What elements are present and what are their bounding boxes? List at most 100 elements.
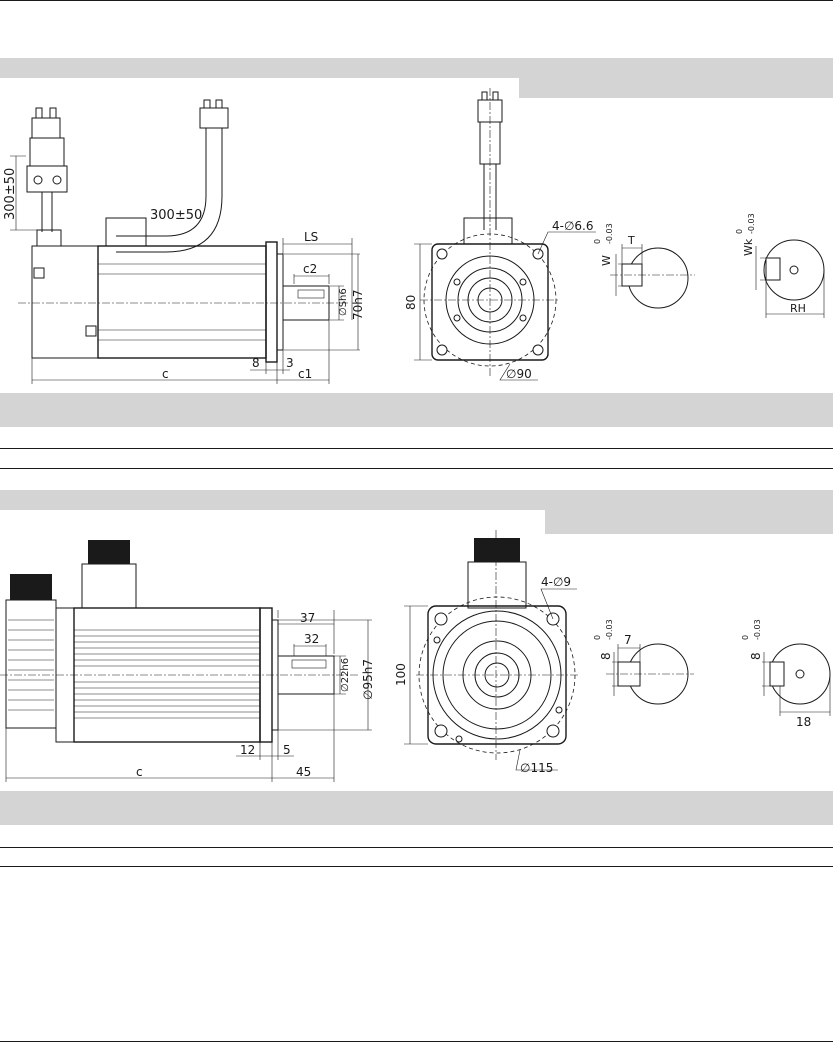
connector-pins xyxy=(35,107,57,118)
key2-dim-rh xyxy=(765,270,825,318)
key1-tol-lower: -0.03 xyxy=(605,223,614,244)
rear-cap-gland xyxy=(36,229,62,247)
front-connector-base xyxy=(467,561,527,609)
power-connector-plug xyxy=(199,107,229,129)
front-square-flange xyxy=(431,243,549,361)
key2-tol-lower: -0.03 xyxy=(747,213,756,234)
motor-100-drawing-svg: 37 32 ∅22h6 ∅95h7 12 5 c 45 xyxy=(0,530,831,782)
dim-flange-thk-label: 5 xyxy=(283,743,291,757)
dim-cable-vertical-label: 300±50 xyxy=(3,168,18,220)
housing-lines xyxy=(98,263,266,341)
dim-ls-label: LS xyxy=(304,230,318,244)
dim-body-length-label: c xyxy=(162,367,169,381)
dim-holes-label: 4-∅9 xyxy=(541,575,571,589)
dim-c2-label: c2 xyxy=(303,262,317,276)
dim-square-label: 80 xyxy=(404,295,418,310)
dim-square xyxy=(414,243,432,361)
section-2-table-header xyxy=(0,791,833,825)
front-flange xyxy=(265,241,278,363)
mount-hole-bl xyxy=(436,344,448,356)
dim-37-label: 37 xyxy=(300,611,315,625)
section-2-rule-1 xyxy=(0,847,833,848)
screw-1 xyxy=(433,636,441,644)
dim-shaft-dia-label: ∅Sh6 xyxy=(338,288,349,316)
key2-tol-upper: 0 xyxy=(735,229,744,234)
key2-dim-wk xyxy=(762,652,770,696)
key1-tol-upper: 0 xyxy=(593,239,602,244)
dim-holes-label: 4-∅6.6 xyxy=(552,219,594,233)
dim-body-length xyxy=(31,320,330,384)
key2-rh-label: 18 xyxy=(796,715,811,729)
dim-holes-leader xyxy=(537,231,596,255)
key2-tol-upper: 0 xyxy=(741,635,750,640)
front-connector-body xyxy=(479,122,501,165)
connector-screw-2 xyxy=(52,175,62,185)
dim-square-label: 100 xyxy=(394,663,408,686)
dim-flange-offset-label: 8 xyxy=(252,356,260,370)
power-cable xyxy=(116,128,223,253)
bottom-rule xyxy=(0,1041,833,1042)
section-1-header-tab xyxy=(519,78,833,98)
screw-2 xyxy=(519,314,527,322)
motor-80-drawing: 300±50 300±50 LS c2 ∅Sh6 70h7 8 3 c c1 xyxy=(0,78,833,390)
dim-shaft-length-label: c1 xyxy=(298,367,312,381)
motor-100-key-detail-1: 7 8 0 -0.03 xyxy=(593,619,694,705)
rear-tab-bottom xyxy=(85,325,97,337)
dim-32 xyxy=(293,644,327,656)
key1-dim-t xyxy=(621,244,643,264)
dim-37 xyxy=(277,610,335,654)
section-2-rule-2 xyxy=(0,866,833,867)
section-1-rule-2 xyxy=(0,468,833,469)
dim-flange-thk-label: 3 xyxy=(286,356,294,370)
motor-80-drawing-svg: 300±50 300±50 LS c2 ∅Sh6 70h7 8 3 c c1 xyxy=(3,88,825,384)
dim-pcd-label: ∅90 xyxy=(506,367,532,381)
front-power-box xyxy=(463,217,513,245)
key1-dim-t xyxy=(617,644,641,662)
key2-center-hole xyxy=(789,265,799,275)
front-connector-knurl xyxy=(474,538,520,562)
screw-1 xyxy=(453,314,461,322)
motor-100-front-view: 100 4-∅9 ∅115 xyxy=(394,530,580,775)
front-connector-pins xyxy=(481,91,499,100)
encoder-connector-knurl xyxy=(10,574,52,600)
dim-pcd-leader xyxy=(499,363,538,381)
dim-pcd-label: ∅115 xyxy=(520,761,553,775)
key2-keyway xyxy=(769,661,785,687)
key2-keyway xyxy=(765,257,781,281)
dim-spigot xyxy=(284,253,360,351)
key1-w-label: W xyxy=(600,255,613,266)
power-connector-pins xyxy=(203,99,223,108)
dim-c2 xyxy=(293,274,330,284)
dim-shaft-dia-label: ∅22h6 xyxy=(340,658,351,692)
dim-spigot-label: 70h7 xyxy=(351,289,365,320)
power-box xyxy=(105,217,147,247)
spigot xyxy=(276,253,284,351)
dim-ls xyxy=(282,238,353,320)
dim-shaft-dia xyxy=(334,655,346,695)
motor-100-key-detail-2: 18 8 0 -0.03 xyxy=(741,619,831,729)
motor-housing xyxy=(97,245,267,359)
encoder-connector-cap xyxy=(5,599,57,729)
section-1-rule-1 xyxy=(0,448,833,449)
dim-flange xyxy=(236,730,294,760)
section-2-header-tab xyxy=(545,510,833,534)
rear-tab-top xyxy=(33,267,45,279)
section-1-header-band xyxy=(0,58,833,78)
dim-pcd-leader xyxy=(515,749,558,771)
screw-3 xyxy=(455,735,463,743)
key1-t-label: 7 xyxy=(624,633,632,647)
encoder-connector-body xyxy=(29,137,65,167)
key2-dim-wk xyxy=(755,246,766,290)
dim-flange xyxy=(250,350,290,374)
dim-flange-offset-label: 12 xyxy=(240,743,255,757)
power-connector-base xyxy=(81,563,137,609)
motor-80-key-detail-1: T W 0 -0.03 xyxy=(593,223,695,309)
dim-holes-leader xyxy=(540,588,577,620)
dim-spigot-label: ∅95h7 xyxy=(361,659,375,700)
key2-wk-label: Wk xyxy=(742,238,755,256)
key1-w-label: 8 xyxy=(599,652,613,660)
connector-screw-1 xyxy=(33,175,43,185)
mount-hole-bl xyxy=(434,724,448,738)
shaft-key xyxy=(291,659,327,669)
mount-hole-br xyxy=(546,724,560,738)
